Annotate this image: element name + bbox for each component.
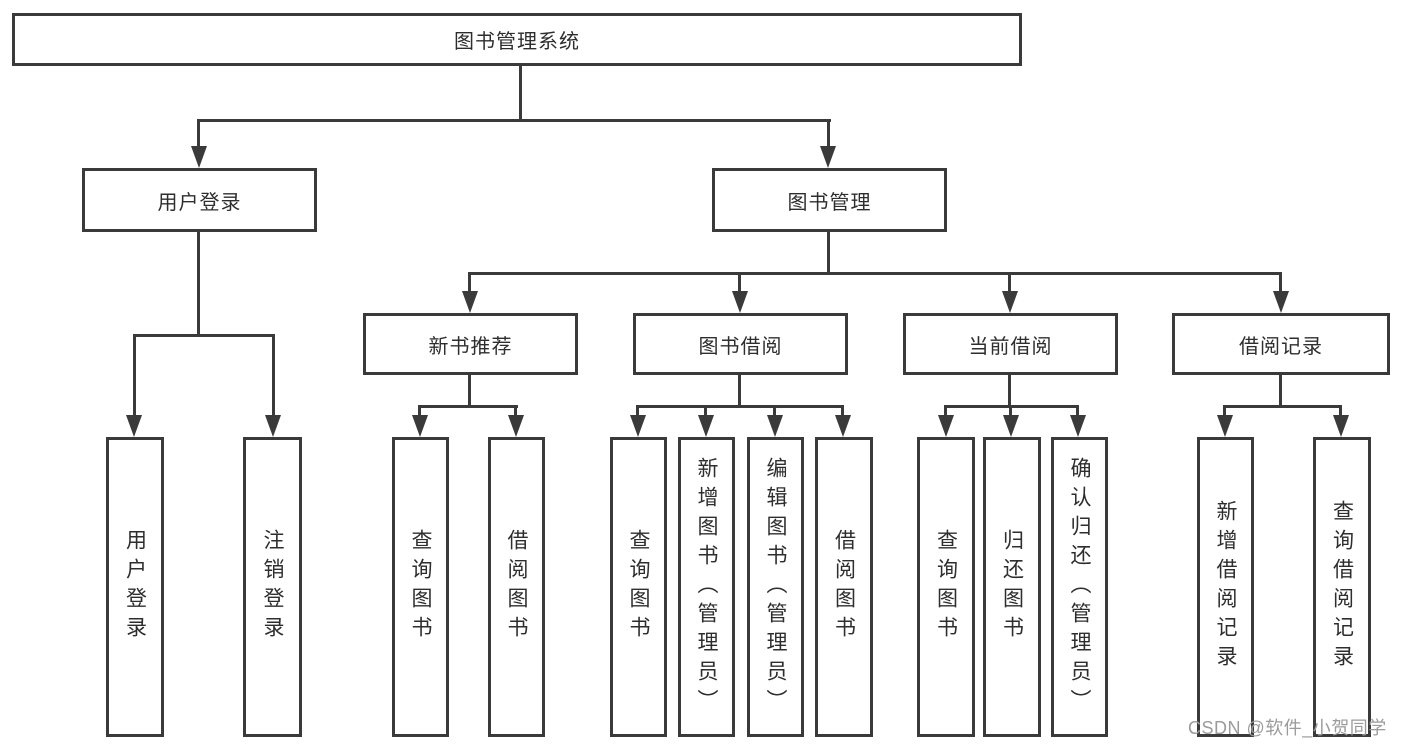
node-book-management: 图书管理 [712, 168, 947, 232]
leaf-borrow-books: 借阅图书 [815, 437, 873, 737]
node-new-book-recommend-label: 新书推荐 [428, 335, 513, 358]
leaf-label: 查询借阅记录 [1330, 500, 1354, 674]
connector-line [272, 334, 275, 417]
leaf-label: 查询图书 [627, 529, 650, 645]
arrow-down-icon [835, 415, 851, 437]
connector-line [1279, 374, 1282, 406]
node-borrow-records: 借阅记录 [1172, 313, 1390, 375]
connector-line [636, 405, 639, 417]
connector-line [468, 272, 1282, 275]
connector-line [944, 405, 947, 417]
arrow-down-icon [462, 291, 478, 313]
connector-line [1339, 405, 1342, 417]
connector-line [514, 405, 517, 417]
connector-line [418, 405, 421, 417]
connector-line [738, 374, 741, 406]
arrow-down-icon [938, 415, 954, 437]
connector-line [1279, 272, 1282, 293]
leaf-label: 编辑图书（管理员） [764, 456, 787, 718]
node-borrow-records-label: 借阅记录 [1239, 335, 1323, 358]
arrow-down-icon [1217, 415, 1233, 437]
node-root-label: 图书管理系统 [454, 31, 580, 53]
arrow-down-icon [265, 415, 281, 437]
connector-line [1076, 405, 1079, 417]
leaf-edit-books-admin: 编辑图书（管理员） [747, 437, 804, 737]
arrow-down-icon [630, 415, 646, 437]
connector-line [197, 119, 831, 122]
leaf-label: 归还图书 [1000, 529, 1024, 645]
leaf-label: 确认归还（管理员） [1068, 456, 1091, 718]
arrow-down-icon [767, 415, 783, 437]
arrow-down-icon [1002, 291, 1018, 313]
connector-line [827, 232, 830, 275]
node-book-borrow: 图书借阅 [633, 313, 848, 375]
leaf-label: 注销登录 [261, 529, 284, 645]
leaf-label: 查询图书 [934, 529, 958, 645]
leaf-query-books-current: 查询图书 [917, 437, 975, 737]
connector-line [738, 272, 741, 293]
node-user-login: 用户登录 [82, 168, 317, 232]
connector-line [1009, 405, 1012, 417]
leaf-add-books-admin: 新增图书（管理员） [678, 437, 735, 737]
connector-line [519, 66, 522, 120]
connector-line [841, 405, 844, 417]
arrow-down-icon [508, 415, 524, 437]
connector-line [418, 405, 518, 408]
leaf-label: 借阅图书 [505, 529, 528, 645]
leaf-label: 新增借阅记录 [1214, 500, 1237, 674]
leaf-label: 借阅图书 [832, 529, 856, 645]
node-root: 图书管理系统 [12, 13, 1022, 66]
leaf-user-login: 用户登录 [106, 437, 164, 737]
connector-line [468, 374, 471, 406]
connector-line [704, 405, 707, 417]
arrow-down-icon [191, 146, 207, 168]
leaf-logout: 注销登录 [243, 437, 302, 737]
watermark: CSDN @软件_小贺同学 [1188, 718, 1387, 738]
node-book-borrow-label: 图书借阅 [698, 335, 783, 358]
arrow-down-icon [412, 415, 428, 437]
leaf-borrow-books-recommend: 借阅图书 [488, 437, 545, 737]
connector-line [1008, 374, 1011, 406]
leaf-return-books: 归还图书 [983, 437, 1041, 737]
connector-line [1223, 405, 1342, 408]
arrow-down-icon [1003, 415, 1019, 437]
connector-line [197, 232, 200, 336]
node-current-borrow: 当前借阅 [903, 313, 1118, 375]
arrow-down-icon [1070, 415, 1086, 437]
leaf-label: 新增图书（管理员） [695, 456, 718, 718]
connector-line [827, 119, 830, 149]
leaf-confirm-return-admin: 确认归还（管理员） [1051, 437, 1108, 737]
connector-line [1008, 272, 1011, 293]
leaf-query-books-borrow: 查询图书 [610, 437, 667, 737]
arrow-down-icon [1273, 291, 1289, 313]
node-current-borrow-label: 当前借阅 [968, 335, 1053, 358]
node-new-book-recommend: 新书推荐 [363, 313, 578, 375]
arrow-down-icon [698, 415, 714, 437]
arrow-down-icon [126, 415, 142, 437]
leaf-label: 查询图书 [409, 529, 432, 645]
connector-line [773, 405, 776, 417]
leaf-query-books-recommend: 查询图书 [392, 437, 449, 737]
connector-line [1223, 405, 1226, 417]
arrow-down-icon [1333, 415, 1349, 437]
arrow-down-icon [732, 291, 748, 313]
connector-line [197, 119, 200, 149]
leaf-add-borrow-record: 新增借阅记录 [1197, 437, 1254, 737]
leaf-query-borrow-record: 查询借阅记录 [1313, 437, 1371, 737]
connector-line [133, 334, 136, 417]
leaf-label: 用户登录 [123, 529, 147, 645]
node-user-login-label: 用户登录 [157, 191, 242, 214]
connector-line [133, 334, 275, 337]
connector-line [636, 405, 844, 408]
node-book-management-label: 图书管理 [787, 191, 872, 214]
connector-line [468, 272, 471, 293]
arrow-down-icon [820, 146, 836, 168]
